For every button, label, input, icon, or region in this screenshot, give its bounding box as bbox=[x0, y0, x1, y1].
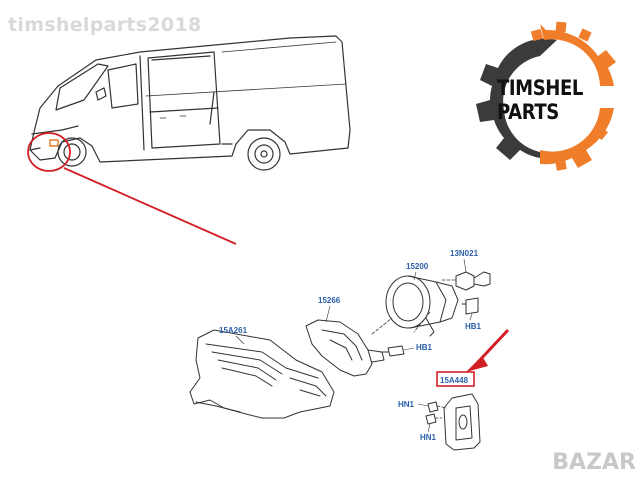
callout-HB1-mid: HB1 bbox=[416, 343, 433, 352]
highlight-circle bbox=[27, 132, 71, 172]
callout-HB1-top: HB1 bbox=[465, 322, 482, 331]
callout-HN1-a: HN1 bbox=[398, 400, 415, 409]
brand-name: TIMSHEL PARTS bbox=[497, 76, 583, 124]
location-pointer bbox=[27, 132, 237, 245]
corner-logo: BAZAR bbox=[552, 450, 636, 475]
pointer-line bbox=[63, 167, 237, 245]
brand-logo bbox=[476, 21, 616, 171]
callout-leaders bbox=[235, 258, 473, 433]
watermark-text: timshelparts2018 bbox=[8, 14, 202, 36]
callout-13N021: 13N021 bbox=[450, 249, 479, 258]
callout-15200: 15200 bbox=[406, 262, 429, 271]
highlight-label-box bbox=[436, 371, 475, 387]
orange-arc-icon bbox=[530, 21, 616, 171]
callout-15266: 15266 bbox=[318, 296, 341, 305]
parts-illustration bbox=[189, 271, 491, 451]
callout-HN1-b: HN1 bbox=[420, 433, 437, 442]
callout-15A261: 15A261 bbox=[219, 326, 248, 335]
gear-icon bbox=[476, 38, 557, 160]
part-callouts: 15A261 15266 15200 13N021 HB1 HB1 15A448… bbox=[219, 249, 482, 442]
highlight-arrow bbox=[466, 328, 510, 372]
van-illustration bbox=[29, 35, 351, 171]
callout-15A448: 15A448 bbox=[440, 376, 469, 385]
